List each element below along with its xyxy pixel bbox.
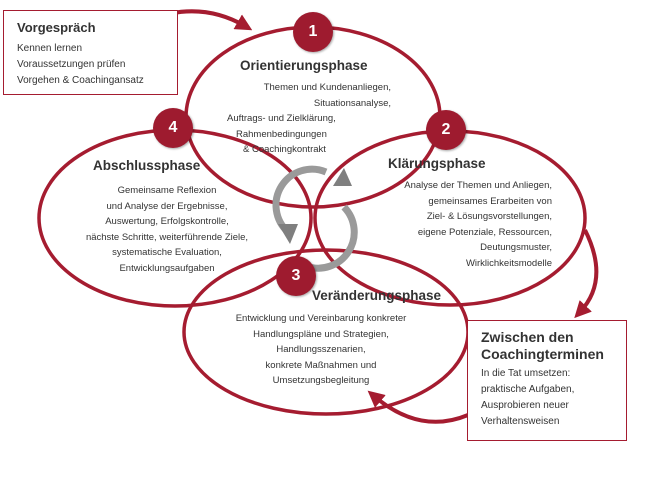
- phase-4-text: Gemeinsame Reflexion und Analyse der Erg…: [62, 183, 272, 276]
- phase-2-line: Wirklichkeitsmodelle: [465, 257, 552, 269]
- zwischen-line: Verhaltensweisen: [481, 416, 560, 427]
- phase-2-text: Analyse der Themen und Anliegen, gemeins…: [380, 178, 552, 271]
- phase-1-line: Situationsanalyse,: [313, 97, 391, 109]
- phase-1-line: Themen und Kundenanliegen,: [263, 82, 391, 93]
- phase-4-line: Auswertung, Erfolgskontrolle,: [105, 216, 229, 227]
- vorgespraech-line: Voraussetzungen prüfen: [17, 59, 126, 70]
- phase-4-badge: 4: [153, 108, 193, 148]
- phase-1-title: Orientierungsphase: [240, 58, 368, 73]
- phase-3-title: Veränderungsphase: [312, 288, 442, 303]
- phase-4-line: systematische Evaluation,: [112, 247, 222, 258]
- zwischen-box: Zwischen den Coachingterminen In die Tat…: [467, 320, 627, 441]
- arrow-zwischen-to-3: [367, 390, 469, 424]
- phase-2-badge: 2: [426, 110, 466, 150]
- phase-1-line: & Coachingkontrakt: [243, 144, 326, 155]
- phase-2-line: eigene Potenziale, Ressourcen,: [417, 226, 552, 238]
- phase-3-line: Handlungsszenarien,: [276, 344, 366, 355]
- phase-2-line: Ziel- & Lösungsvorstellungen,: [426, 211, 552, 222]
- vorgespraech-box: Vorgespräch Kennen lernen Voraussetzunge…: [3, 10, 178, 95]
- phase-3-line: Entwicklung und Vereinbarung konkreter: [235, 313, 407, 324]
- phase-4-line: Entwicklungsaufgaben: [119, 262, 215, 274]
- zwischen-line: Ausprobieren neuer: [481, 400, 569, 411]
- phase-1-line: Auftrags- und Zielklärung,: [227, 113, 336, 124]
- zwischen-title-line: Zwischen den: [481, 329, 574, 345]
- vorgespraech-line: Kennen lernen: [17, 43, 83, 54]
- phase-2-line: Deutungsmuster,: [480, 242, 552, 253]
- phase-3-text: Entwicklung und Vereinbarung konkreter H…: [210, 311, 432, 389]
- phase-3-line: konkrete Maßnahmen und: [265, 359, 377, 371]
- phase-1-line: Rahmenbedingungen: [236, 128, 327, 140]
- arrow-2-to-zwischen: [574, 229, 599, 319]
- zwischen-line: praktische Aufgaben,: [481, 384, 575, 395]
- zwischen-line: In die Tat umsetzen:: [481, 368, 571, 379]
- phase-1-badge: 1: [293, 12, 333, 52]
- vorgespraech-title: Vorgespräch: [17, 20, 96, 35]
- cycle-arrows-icon: [272, 165, 358, 272]
- phase-2-line: Analyse der Themen und Anliegen,: [404, 180, 552, 191]
- phase-3-line: Handlungspläne und Strategien,: [253, 328, 389, 340]
- phase-3-line: Umsetzungsbegleitung: [272, 375, 370, 386]
- phase-2-line: gemeinsames Erarbeiten von: [428, 195, 552, 207]
- phase-2-title: Klärungsphase: [388, 156, 486, 171]
- zwischen-title-line: Coachingterminen: [481, 346, 604, 362]
- phase-4-title: Abschlussphase: [93, 158, 201, 173]
- phase-4-line: Gemeinsame Reflexion: [117, 185, 217, 196]
- phase-4-line: nächste Schritte, weiterführende Ziele,: [85, 231, 249, 243]
- phase-1-text: Themen und Kundenanliegen, Situationsana…: [223, 80, 391, 158]
- phase-4-line: und Analyse der Ergebnisse,: [106, 200, 228, 212]
- vorgespraech-line: Vorgehen & Coachingansatz: [17, 75, 144, 86]
- phase-3-badge: 3: [276, 256, 316, 296]
